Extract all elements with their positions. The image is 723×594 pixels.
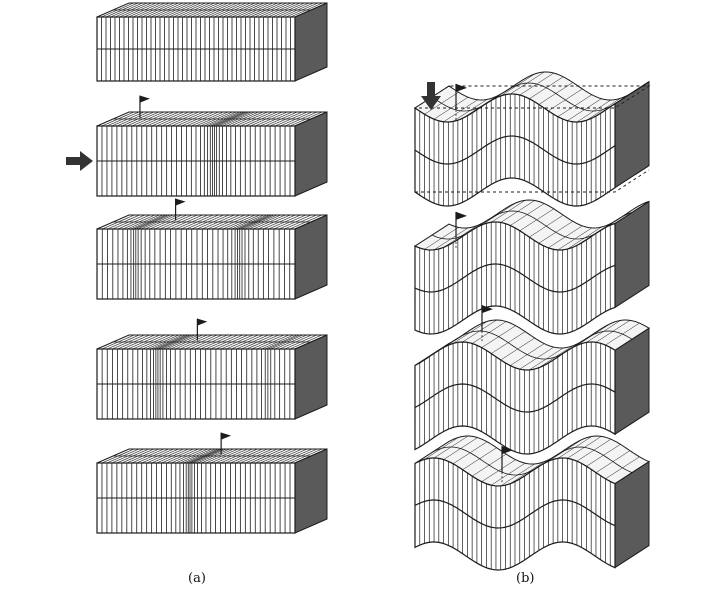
undisturbed-outline xyxy=(414,85,651,193)
dashed-bottom-outline xyxy=(415,169,650,193)
grid-lines xyxy=(414,319,640,454)
grid-lines xyxy=(97,448,323,533)
block-side-face xyxy=(614,200,650,309)
top-wavy-line xyxy=(431,446,633,476)
flag-cloth xyxy=(221,432,232,440)
grid-lines xyxy=(97,2,323,81)
top-wavy-line xyxy=(431,210,633,240)
push-arrow-icon xyxy=(66,151,93,171)
shear-arrow-icon xyxy=(421,82,441,110)
flag-cloth xyxy=(175,198,186,206)
flag-marker-icon xyxy=(481,305,493,342)
flag-cloth xyxy=(482,305,493,314)
flag-cloth xyxy=(456,83,467,92)
grid-lines xyxy=(414,200,640,334)
p-wave-block-5 xyxy=(96,432,328,534)
grid-lines xyxy=(414,435,640,570)
panel-a-label: (a) xyxy=(188,571,206,586)
s-wave-block-2 xyxy=(413,199,650,335)
grid-lines xyxy=(97,214,322,299)
flag-marker-icon xyxy=(175,198,186,221)
s-wave-block-3 xyxy=(414,305,650,455)
front-wavy-line xyxy=(414,263,616,293)
top-wavy-line xyxy=(431,330,633,360)
flag-marker-icon xyxy=(455,83,467,120)
s-wave-block-1 xyxy=(414,71,651,207)
front-wavy-line xyxy=(414,499,616,529)
block-side-face xyxy=(294,448,328,534)
panel-b-s-wave-blocks xyxy=(413,71,651,571)
flag-marker-icon xyxy=(501,446,513,483)
block-side-face xyxy=(294,2,328,82)
flag-marker-icon xyxy=(220,432,232,455)
flag-cloth xyxy=(139,95,150,103)
block-side-face xyxy=(294,214,328,300)
block-side-face xyxy=(294,111,328,197)
p-wave-block-2 xyxy=(66,95,328,197)
flag-cloth xyxy=(502,446,513,455)
p-wave-block-4 xyxy=(96,318,328,420)
p-wave-block-1 xyxy=(96,2,328,82)
grid-lines xyxy=(97,111,323,196)
grid-lines xyxy=(97,334,322,419)
front-wavy-line xyxy=(414,135,616,165)
p-wave-block-3 xyxy=(96,198,328,300)
grid-lines xyxy=(414,71,640,206)
dashed-top-outline xyxy=(414,85,651,109)
panel-b-label: (b) xyxy=(516,571,535,586)
top-wavy-line xyxy=(431,82,633,112)
flag-marker-icon xyxy=(196,318,208,341)
flag-marker-icon xyxy=(455,211,467,248)
block-side-face xyxy=(294,334,328,420)
flag-marker-icon xyxy=(139,95,150,118)
block-side-face xyxy=(614,80,650,189)
flag-cloth xyxy=(456,211,467,220)
flag-cloth xyxy=(197,318,208,326)
panel-a-p-wave-blocks xyxy=(66,2,328,534)
s-wave-block-4 xyxy=(414,435,651,571)
front-wavy-line xyxy=(414,383,616,413)
